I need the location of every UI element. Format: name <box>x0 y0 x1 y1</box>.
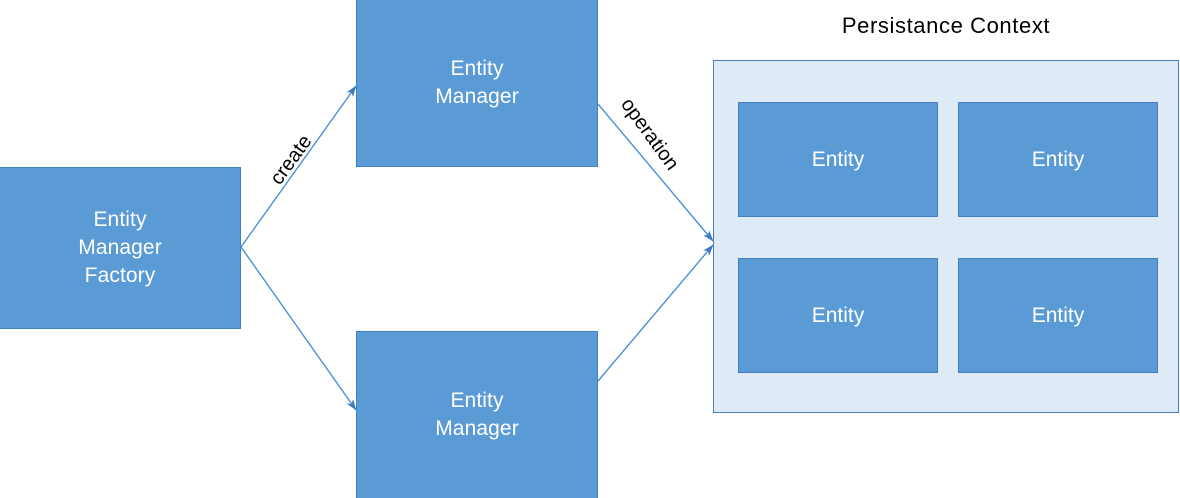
node-entity-manager-bottom[interactable]: Entity Manager <box>356 331 598 498</box>
edge-label-operation: operation <box>616 94 684 175</box>
edge-label-create: create <box>266 131 317 189</box>
node-entity-manager-factory[interactable]: Entity Manager Factory <box>0 167 241 329</box>
entity-box[interactable]: Entity <box>958 102 1158 217</box>
edge-emf-to-em-bottom-line <box>240 246 357 411</box>
node-entity-manager-top[interactable]: Entity Manager <box>356 0 598 167</box>
persistence-context-title: Persistance Context <box>841 13 1051 38</box>
entity-box[interactable]: Entity <box>738 258 938 373</box>
entity-box[interactable]: Entity <box>738 102 938 217</box>
entity-box[interactable]: Entity <box>958 258 1158 373</box>
edge-em-bottom-to-context-line <box>597 244 714 382</box>
